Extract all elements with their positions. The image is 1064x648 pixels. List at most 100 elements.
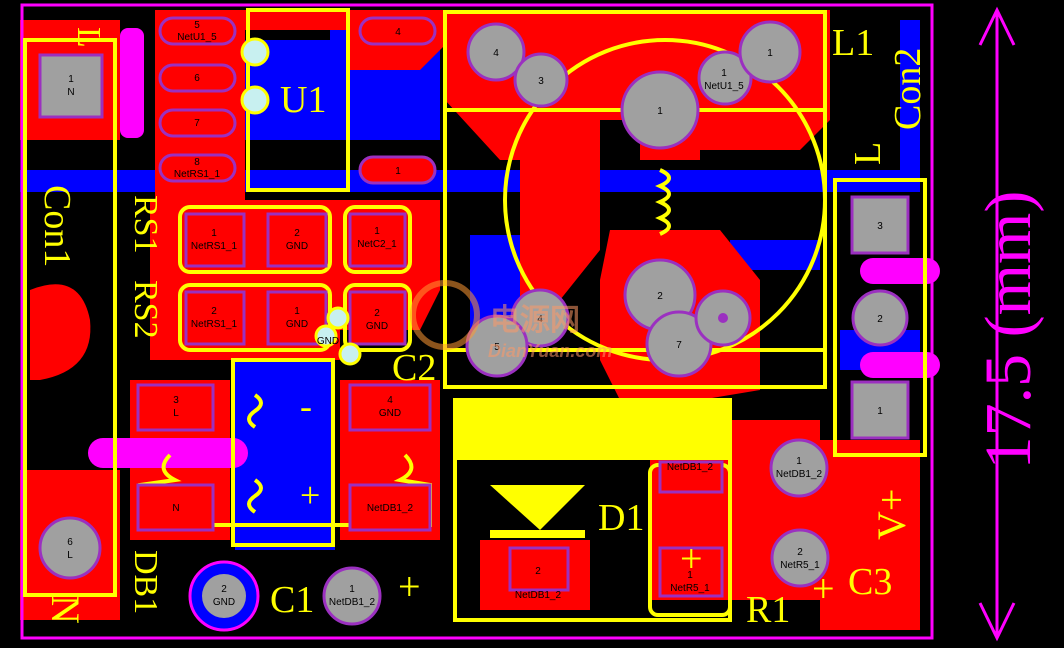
pad-labels: 1 N 6 L 5 NetU1_5 6 7 8 NetRS1_1 4 1 1 N… (67, 20, 883, 608)
pad-db1-4-num: 4 (387, 395, 393, 406)
pad-rs2-2-num: 2 (211, 306, 217, 317)
d1-diode-triangle (490, 485, 585, 530)
pad-l1-5-num: 5 (494, 342, 500, 353)
pad-l1-2-num: 2 (657, 291, 663, 302)
pad-rs2-2-net: NetRS1_1 (191, 319, 238, 330)
silk-l-top-left: L (70, 27, 107, 48)
silk-plus-db: + (300, 475, 320, 515)
silk-c1: C1 (270, 579, 314, 621)
pad-l1-1c-num: 1 (767, 48, 773, 59)
pad-u1-5-num: 5 (194, 20, 200, 31)
silk-c3: C3 (848, 561, 892, 603)
db1-bottom-outline (138, 453, 432, 527)
pad-c2-2-num: 2 (374, 308, 380, 319)
db1-ac-symbol-bottom (247, 478, 263, 514)
rs1-outline (178, 205, 332, 274)
watermark: 电源网 DianYuan.com (410, 280, 612, 361)
dimension-label: 17.5 (mm) (972, 191, 1045, 470)
pad-c2-2-net: GND (366, 321, 388, 332)
pad-l1-1a-num: 1 (657, 106, 663, 117)
mounting-slot-bottom-left (88, 438, 248, 468)
pad-con1-1-net: N (67, 87, 74, 98)
silk-rs2: RS2 (127, 280, 164, 339)
pad-rs1-2-num: 2 (294, 228, 300, 239)
pad-r1-1-num: 1 (687, 570, 693, 581)
silkscreen-designators: L Con1 RS1 RS2 U1 C2 L1 L Con2 DB1 C1 D1… (36, 22, 929, 631)
silk-rs1: RS1 (127, 195, 164, 254)
pad-u1-4-num: 4 (395, 27, 401, 38)
pad-rs2-1-net: GND (286, 319, 308, 330)
silk-minus-db: - (300, 386, 312, 426)
silk-con1: Con1 (36, 185, 78, 267)
pad-con1-6-net: L (67, 550, 73, 561)
pad-l1-1b-net: NetU1_5 (704, 81, 744, 92)
dimension-arrow-bottom (978, 602, 1016, 642)
silk-v-plus: V+ (869, 489, 914, 540)
silk-plus-r1: + (680, 536, 703, 581)
watermark-cn-text: 电源网 (490, 304, 580, 337)
pad-gnd-via-net: GND (317, 336, 339, 347)
pad-c3-1-num: 1 (796, 456, 802, 467)
pad-l1-3-num: 3 (538, 76, 544, 87)
mounting-slot-right-top (860, 258, 940, 284)
silk-plus-c3: + (812, 566, 835, 611)
pad-u1-6-num: 6 (194, 73, 200, 84)
pad-d1-top-net: NetDB1_2 (667, 462, 714, 473)
pad-r1-1-net: NetR5_1 (670, 583, 710, 594)
pad-c1-2-num: 2 (221, 584, 227, 595)
pad-d1-2-net: NetDB1_2 (515, 590, 562, 601)
l1-coil-symbol (655, 168, 671, 236)
pad-u1-7-num: 7 (194, 118, 200, 129)
silk-plus-c1: + (398, 564, 421, 609)
mounting-slot-left (120, 28, 144, 138)
pad-c2-1-num: 1 (374, 226, 380, 237)
c2-top-outline (343, 205, 412, 274)
pad-c1-2-net: GND (213, 597, 235, 608)
pad-db1-2-net: NetDB1_2 (367, 503, 414, 514)
pad-l1-4-num: 4 (493, 48, 499, 59)
pad-con2-1-num: 1 (877, 406, 883, 417)
pad-u1-5-net: NetU1_5 (177, 32, 217, 43)
board-outline (20, 3, 934, 640)
pad-db1-n-net: N (172, 503, 179, 514)
pad-l1-7-num: 7 (676, 340, 682, 351)
pad-con1-6-num: 6 (67, 537, 73, 548)
d1-body-top (455, 400, 730, 460)
pad-c3-2-net: NetR5_1 (780, 560, 820, 571)
silk-u1: U1 (280, 79, 326, 121)
pad-c1-1-net: NetDB1_2 (329, 597, 376, 608)
dimension-arrow-top (978, 6, 1016, 46)
pad-rs2-1-num: 1 (294, 306, 300, 317)
smd-pads (136, 16, 724, 598)
con2-outline (833, 178, 927, 457)
through-hole-pads (38, 20, 910, 632)
pad-rs1-1-num: 1 (211, 228, 217, 239)
silk-c2: C2 (392, 347, 436, 389)
pad-u1-8-net: NetRS1_1 (174, 169, 221, 180)
pad-rs1-2-net: GND (286, 241, 308, 252)
pad-u1-1-num: 1 (395, 166, 401, 177)
db1-outline (231, 358, 335, 547)
watermark-url: DianYuan.com (488, 341, 612, 361)
pad-l1-4b-num: 4 (537, 314, 543, 325)
silk-r1: R1 (746, 589, 790, 631)
pad-con2-3-num: 3 (877, 221, 883, 232)
pad-c1-1-num: 1 (349, 584, 355, 595)
pad-d1-2-num: 2 (535, 566, 541, 577)
pad-db1-3-net: L (173, 408, 179, 419)
silk-l-right: L (847, 142, 889, 165)
pad-db1-3-num: 3 (173, 395, 179, 406)
silk-l1: L1 (832, 22, 874, 64)
pad-l1-1b-num: 1 (721, 68, 727, 79)
db1-ac-symbol-top (247, 393, 263, 429)
pad-con1-1-num: 1 (68, 74, 74, 85)
mounting-slot-right-bottom (860, 352, 940, 378)
silk-d1: D1 (598, 497, 644, 539)
mechanical-layer: 17.5 (mm) (20, 3, 1045, 642)
pad-db1-4-net: GND (379, 408, 401, 419)
silk-con2: Con2 (887, 48, 929, 130)
watermark-logo-icon (410, 280, 480, 350)
pad-c3-1-net: NetDB1_2 (776, 469, 823, 480)
pad-c2-1-net: NetC2_1 (357, 239, 397, 250)
